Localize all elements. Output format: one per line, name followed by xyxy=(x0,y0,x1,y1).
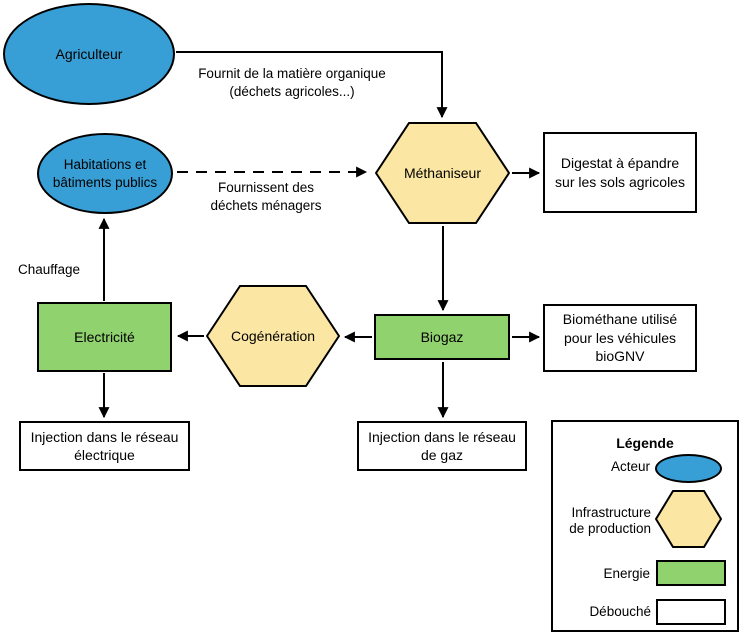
node-cogeneration: Cogénération xyxy=(206,285,340,387)
legend-label-energie: Energie xyxy=(603,566,650,581)
edge-label-fournissent-line1: Fournissent des xyxy=(217,180,315,195)
node-habitations-label-line1: Habitations et xyxy=(63,156,147,172)
legend-swatch-energie xyxy=(656,560,726,586)
node-injection-gaz-line2: de gaz xyxy=(420,447,464,463)
node-habitations-label-line2: bâtiments publics xyxy=(52,174,158,190)
node-habitations: Habitations et bâtiments publics xyxy=(37,133,173,214)
edge-label-fournissent-line2: déchets ménagers xyxy=(210,197,322,213)
edge-label-chauffage: Chauffage xyxy=(18,262,81,277)
legend-hexagon-shape xyxy=(654,490,723,548)
legend-label-debouche: Débouché xyxy=(589,604,651,619)
node-digestat-label-line1: Digestat à épandre xyxy=(560,155,680,172)
legend-label-infrastructure-line1: Infrastructure xyxy=(571,505,651,520)
hexagon-shape xyxy=(375,122,510,224)
node-injection-electrique-line1: Injection dans le réseau xyxy=(30,428,179,445)
legend-label-acteur: Acteur xyxy=(610,459,650,474)
node-biogaz: Biogaz xyxy=(374,314,510,360)
node-biogaz-label: Biogaz xyxy=(420,328,464,345)
node-biomethane-label-line2: pour les véhicules xyxy=(563,329,677,346)
edge-agriculteur-methaniseur xyxy=(176,51,448,119)
node-injection-gaz-line1: Injection dans le réseau xyxy=(368,428,516,445)
node-agriculteur: Agriculteur xyxy=(3,3,175,105)
legend-label-infrastructure-line2: de production xyxy=(569,521,651,537)
edge-label-fournit-line2: (déchets agricoles...) xyxy=(229,83,355,99)
edge-label-fournissent: Fournissent des déchets ménagers xyxy=(190,179,342,215)
edge-label-fournit-line1: Fournit de la matière organique xyxy=(198,66,386,81)
legend-title: Légende xyxy=(616,435,674,451)
node-methaniseur: Méthaniseur xyxy=(375,122,510,224)
node-injection-electrique-line2: électrique xyxy=(74,447,135,463)
node-biomethane: Biométhane utilisé pour les véhicules bi… xyxy=(543,304,697,372)
legend-box xyxy=(551,420,739,632)
node-electricite: Electricité xyxy=(37,302,172,372)
node-digestat: Digestat à épandre sur les sols agricole… xyxy=(543,132,697,213)
edge-label-fournit: Fournit de la matière organique (déchets… xyxy=(178,65,406,101)
legend-swatch-debouche xyxy=(656,599,726,625)
node-injection-gaz: Injection dans le réseau de gaz xyxy=(357,421,527,471)
node-biomethane-label-line1: Biométhane utilisé xyxy=(562,311,678,328)
node-electricite-label: Electricité xyxy=(74,328,135,345)
hexagon-shape xyxy=(206,285,340,387)
legend-label-infrastructure: Infrastructure de production xyxy=(555,505,651,537)
legend-swatch-infrastructure xyxy=(654,490,723,548)
node-agriculteur-label: Agriculteur xyxy=(55,45,123,62)
node-cogeneration-label: Cogénération xyxy=(230,327,316,344)
node-biomethane-label-line3: bioGNV xyxy=(595,348,645,365)
legend-swatch-acteur xyxy=(655,454,722,483)
node-digestat-label-line2: sur les sols agricoles xyxy=(555,173,685,190)
node-injection-electrique: Injection dans le réseau électrique xyxy=(19,421,190,471)
node-methaniseur-label: Méthaniseur xyxy=(403,164,482,181)
